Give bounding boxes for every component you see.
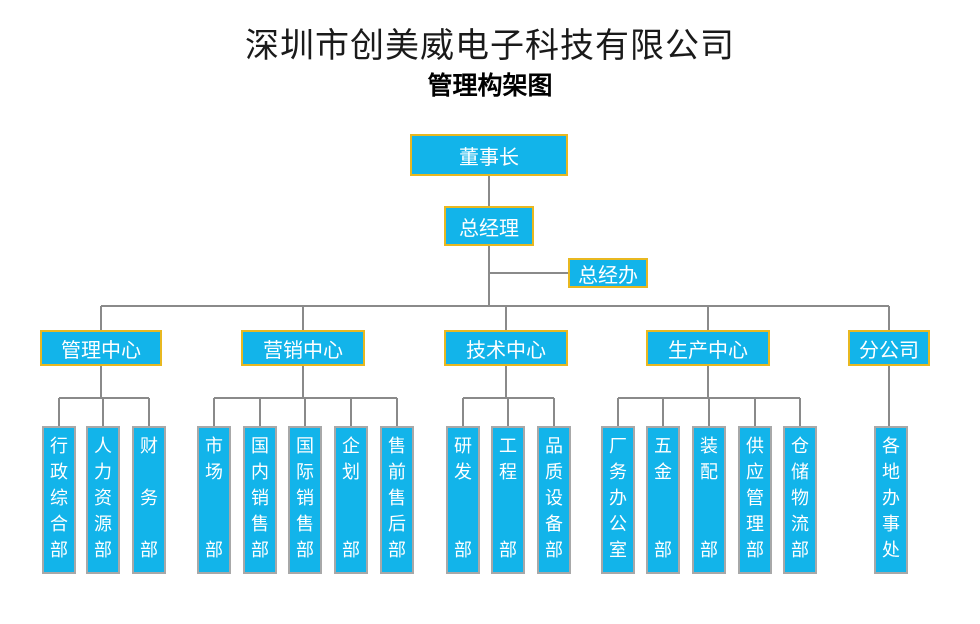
- department-label-char: 务: [609, 462, 627, 483]
- department-label-char: 室: [609, 540, 627, 561]
- department-label-char: 各: [882, 436, 900, 457]
- department-label-char: 部: [94, 540, 112, 561]
- department-label-char: 务: [140, 488, 158, 509]
- department-label-char: 部: [140, 540, 158, 561]
- department-label-char: 五: [654, 436, 672, 457]
- department-label-char: 备: [545, 514, 563, 535]
- general-manager-box: 总经理: [444, 206, 534, 246]
- department-box: 国内销售部: [243, 426, 277, 574]
- department-label-char: 财: [140, 436, 158, 457]
- chart-title: 管理构架图: [427, 71, 553, 100]
- department-label-char: 销: [296, 488, 314, 509]
- center-box: 管理中心: [40, 330, 162, 366]
- department-label-char: 售: [388, 436, 406, 457]
- department-box: 装配部: [692, 426, 726, 574]
- department-label-char: 场: [205, 462, 223, 483]
- department-label-char: 部: [251, 540, 269, 561]
- department-label-char: 部: [746, 540, 764, 561]
- department-label-char: 部: [654, 540, 672, 561]
- department-label-char: 售: [251, 514, 269, 535]
- department-label-char: 管: [746, 488, 764, 509]
- center-box: 分公司: [848, 330, 930, 366]
- company-title: 深圳市创美威电子科技有限公司: [245, 26, 735, 66]
- department-box: 厂务办公室: [601, 426, 635, 574]
- department-label-char: 售: [388, 488, 406, 509]
- department-label-char: 市: [205, 436, 223, 457]
- department-label-char: 国: [296, 436, 314, 457]
- department-label-char: 部: [342, 540, 360, 561]
- department-label-char: 划: [342, 462, 360, 483]
- department-label-char: 前: [388, 462, 406, 483]
- department-label-char: 源: [94, 514, 112, 535]
- department-label-char: 部: [700, 540, 718, 561]
- department-label-char: 部: [50, 540, 68, 561]
- department-label-char: 政: [50, 462, 68, 483]
- department-label-char: 合: [50, 514, 68, 535]
- department-label-char: 发: [454, 462, 472, 483]
- department-label-char: 应: [746, 462, 764, 483]
- department-label-char: 厂: [609, 436, 627, 457]
- department-label-char: 仓: [791, 436, 809, 457]
- department-label-char: 地: [882, 462, 900, 483]
- department-label-char: 办: [609, 488, 627, 509]
- department-label-char: 际: [296, 462, 314, 483]
- department-box: 行政综合部: [42, 426, 76, 574]
- center-box: 营销中心: [241, 330, 365, 366]
- center-box: 生产中心: [646, 330, 770, 366]
- department-label-char: 质: [545, 462, 563, 483]
- department-box: 各地办事处: [874, 426, 908, 574]
- department-label-char: 后: [388, 514, 406, 535]
- department-label-char: 力: [94, 462, 112, 483]
- department-label-char: 储: [791, 462, 809, 483]
- department-label-char: 金: [654, 462, 672, 483]
- department-label-char: 供: [746, 436, 764, 457]
- department-label-char: 理: [746, 514, 764, 535]
- department-label-char: 资: [94, 488, 112, 509]
- department-label-char: 部: [388, 540, 406, 561]
- department-box: 工程部: [491, 426, 525, 574]
- department-label-char: 程: [499, 462, 517, 483]
- department-label-char: 人: [94, 436, 112, 457]
- department-box: 研发部: [446, 426, 480, 574]
- department-label-char: 办: [882, 488, 900, 509]
- department-box: 财务部: [132, 426, 166, 574]
- department-box: 供应管理部: [738, 426, 772, 574]
- department-label-char: 物: [791, 488, 809, 509]
- center-box: 技术中心: [444, 330, 568, 366]
- department-box: 仓储物流部: [783, 426, 817, 574]
- department-label-char: 品: [545, 436, 563, 457]
- department-box: 人力资源部: [86, 426, 120, 574]
- department-label-char: 内: [251, 462, 269, 483]
- department-box: 企划部: [334, 426, 368, 574]
- department-label-char: 事: [882, 514, 900, 535]
- department-label-char: 设: [545, 488, 563, 509]
- department-label-char: 部: [545, 540, 563, 561]
- department-box: 五金部: [646, 426, 680, 574]
- department-label-char: 部: [454, 540, 472, 561]
- department-label-char: 公: [609, 514, 627, 535]
- department-label-char: 流: [791, 514, 809, 535]
- department-label-char: 部: [205, 540, 223, 561]
- department-label-char: 国: [251, 436, 269, 457]
- department-label-char: 研: [454, 436, 472, 457]
- department-label-char: 部: [296, 540, 314, 561]
- department-label-char: 企: [342, 436, 360, 457]
- department-box: 售前售后部: [380, 426, 414, 574]
- department-label-char: 售: [296, 514, 314, 535]
- department-box: 国际销售部: [288, 426, 322, 574]
- gm-office-box: 总经办: [568, 258, 648, 288]
- department-box: 市场部: [197, 426, 231, 574]
- department-label-char: 销: [251, 488, 269, 509]
- chairman-box: 董事长: [410, 134, 568, 176]
- department-label-char: 处: [882, 540, 900, 561]
- department-label-char: 工: [499, 436, 517, 457]
- department-label-char: 部: [499, 540, 517, 561]
- department-label-char: 行: [50, 436, 68, 457]
- department-label-char: 装: [700, 436, 718, 457]
- department-box: 品质设备部: [537, 426, 571, 574]
- department-label-char: 配: [700, 462, 718, 483]
- department-label-char: 部: [791, 540, 809, 561]
- department-label-char: 综: [50, 488, 68, 509]
